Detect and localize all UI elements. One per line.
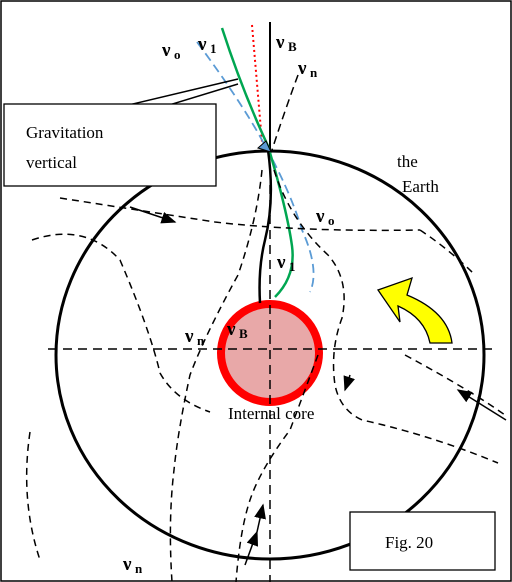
label-vn-core: ν n (184, 326, 205, 348)
gravitation-label-line1: Gravitation (26, 123, 104, 142)
convergence-point (256, 140, 272, 153)
nu-subscript: o (328, 213, 335, 228)
nu-subscript: B (288, 39, 297, 54)
label-vb-top: ν B (275, 32, 297, 54)
field-line-2 (31, 233, 211, 413)
arrow-2 (343, 374, 355, 392)
label-v1-top: ν 1 (197, 34, 217, 56)
nu-symbol: ν (275, 32, 285, 53)
nu-symbol: ν (315, 206, 325, 227)
nu-subscript: n (310, 65, 318, 80)
the-label: the (397, 152, 418, 171)
v0-blue-curve (196, 41, 315, 293)
field-line-7 (25, 431, 41, 561)
rotation-arrow (376, 276, 453, 344)
internal-core-label: Internal core (228, 404, 314, 423)
arrow-5 (254, 503, 266, 533)
nu-subscript: 1 (210, 41, 217, 56)
field-line-5 (419, 229, 476, 276)
vn-top-dashed (271, 74, 299, 151)
fig-number-box (349, 511, 496, 571)
nu-symbol: ν (122, 554, 132, 575)
arrow-3 (456, 389, 507, 421)
label-vn-top: ν n (297, 58, 318, 80)
field-line-6 (235, 354, 319, 582)
field-line-3 (169, 169, 263, 582)
label-vn-bottom: ν n (122, 554, 143, 576)
label-v0-top: ν o (161, 40, 181, 62)
arrow-1 (129, 206, 177, 224)
label-vb-core: ν B (226, 319, 248, 341)
callout-line-1 (115, 78, 239, 109)
nu-symbol: ν (184, 326, 194, 347)
vb-curve (258, 149, 273, 304)
nu-symbol: ν (276, 252, 286, 273)
field-line-8 (404, 354, 506, 416)
nu-symbol: ν (197, 34, 207, 55)
nu-subscript: n (197, 333, 205, 348)
nu-subscript: 1 (289, 259, 296, 274)
earth-label: Earth (402, 177, 439, 196)
nu-subscript: B (239, 326, 248, 341)
label-v0-mid: ν o (315, 206, 335, 228)
nu-symbol: ν (161, 40, 171, 61)
fig-number: Fig. 20 (385, 533, 433, 552)
nu-subscript: n (135, 561, 143, 576)
label-v1-mid: ν 1 (276, 252, 296, 274)
arrow-4 (244, 530, 259, 566)
nu-symbol: ν (297, 58, 307, 79)
nu-subscript: o (174, 47, 181, 62)
nu-symbol: ν (226, 319, 236, 340)
field-line-1 (59, 197, 421, 232)
gravitation-vertical-box (3, 103, 217, 187)
gravitation-label-line2: vertical (26, 153, 77, 172)
